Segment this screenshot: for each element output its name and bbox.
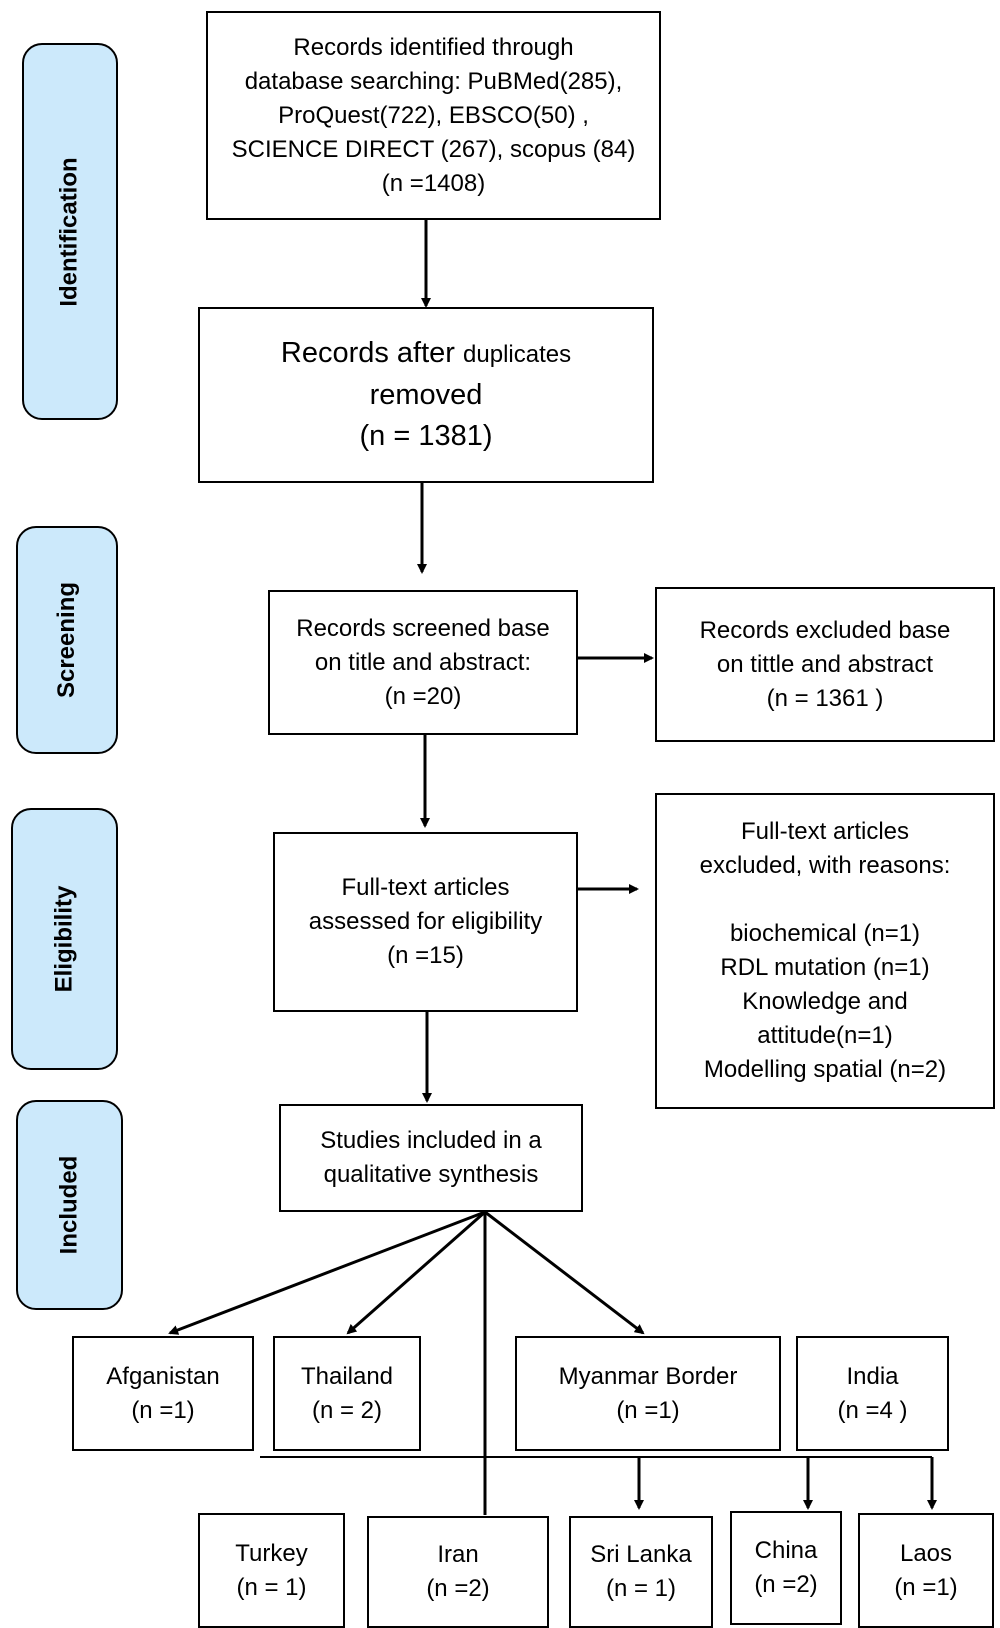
stage-eligibility: Eligibility — [11, 808, 118, 1070]
fulltext-box: Full-text articles assessed for eligibil… — [273, 832, 578, 1012]
included-line-2: qualitative synthesis — [323, 1161, 539, 1188]
dedup-line-1b: duplicates — [463, 341, 572, 368]
country-count: (n = 2) — [311, 1396, 383, 1424]
country-count: (n =1) — [131, 1396, 195, 1424]
country-name: Turkey — [235, 1539, 308, 1567]
identified-box: Records identified through database sear… — [206, 11, 661, 220]
country-name: Sri Lanka — [590, 1541, 692, 1568]
country-box-india: India (n =4 ) — [796, 1336, 949, 1451]
country-box-china: China (n =2) — [730, 1511, 842, 1625]
country-box-turkey: Turkey (n = 1) — [198, 1513, 345, 1628]
country-name: China — [754, 1537, 818, 1564]
country-name: Thailand — [300, 1362, 394, 1390]
identified-line-5: (n =1408) — [381, 169, 486, 197]
country-box-laos: Laos (n =1) — [858, 1513, 994, 1628]
deduplicated-box: Records after duplicates removed (n = 13… — [198, 307, 654, 483]
included-line-1: Studies included in a — [320, 1127, 542, 1154]
exclusion-reason: Knowledge and — [742, 988, 908, 1015]
included-box: Studies included in a qualitative synthe… — [279, 1104, 583, 1212]
screened-box: Records screened base on title and abstr… — [268, 590, 578, 735]
identified-line-2: database searching: PuBMed(285), — [244, 67, 623, 95]
identified-line-3: ProQuest(722), EBSCO(50) , — [278, 101, 589, 129]
fulltext-line-3: (n =15) — [387, 942, 464, 969]
arrow-to-afganistan — [168, 1210, 486, 1335]
country-name: Iran — [437, 1541, 479, 1568]
screen-excluded-box: Records excluded base on tittle and abst… — [655, 587, 995, 742]
dedup-line-2: removed — [369, 379, 483, 411]
country-box-iran: Iran (n =2) — [367, 1516, 549, 1628]
country-box-afganistan: Afganistan (n =1) — [72, 1336, 254, 1451]
stage-screening-label: Screening — [53, 581, 81, 699]
country-count: (n =1) — [894, 1573, 958, 1601]
stage-eligibility-label: Eligibility — [50, 885, 78, 993]
stage-included-label: Included — [55, 1155, 83, 1255]
screened-line-2: on title and abstract: — [314, 648, 532, 676]
dedup-line-3: (n = 1381) — [359, 420, 493, 452]
fulltext-excluded-box: Full-text articles excluded, with reason… — [655, 793, 995, 1109]
dedup-line-1: Records after duplicates — [281, 333, 571, 375]
exclusion-reason: attitude(n=1) — [757, 1022, 893, 1049]
country-count: (n = 1) — [236, 1573, 307, 1601]
country-count: (n =2) — [426, 1575, 490, 1602]
country-name: Afganistan — [106, 1362, 220, 1390]
country-count: (n =4 ) — [837, 1396, 908, 1424]
exclusion-reason: Modelling spatial (n=2) — [703, 1056, 947, 1083]
country-name: Myanmar Border — [558, 1362, 738, 1390]
stage-identification-label: Identification — [56, 156, 83, 307]
stage-identification: Identification — [22, 43, 118, 420]
country-box-thailand: Thailand (n = 2) — [273, 1336, 421, 1451]
fulltext-line-1: Full-text articles — [341, 874, 510, 901]
country-box-myanmar-border: Myanmar Border (n =1) — [515, 1336, 781, 1451]
country-count: (n = 1) — [605, 1575, 677, 1602]
screen-excluded-line-2: on tittle and abstract — [716, 650, 934, 678]
fulltext-line-2: assessed for eligibility — [308, 908, 543, 935]
screened-line-1: Records screened base — [296, 614, 550, 642]
stage-screening: Screening — [16, 526, 118, 754]
screened-line-3: (n =20) — [384, 682, 462, 710]
screen-excluded-line-3: (n = 1361 ) — [766, 684, 884, 712]
arrow-to-thailand — [346, 1210, 486, 1335]
fulltext-excluded-line-1: Full-text articles — [740, 818, 910, 845]
identified-line-1: Records identified through — [293, 33, 574, 61]
screen-excluded-line-1: Records excluded base — [699, 616, 951, 644]
dedup-line-1a: Records after — [280, 337, 455, 369]
exclusion-reason: RDL mutation (n=1) — [720, 954, 930, 981]
country-name: Laos — [899, 1539, 953, 1567]
country-box-sri-lanka: Sri Lanka (n = 1) — [569, 1516, 713, 1628]
stage-included: Included — [16, 1100, 123, 1310]
country-count: (n =1) — [616, 1396, 680, 1424]
country-name: India — [846, 1362, 899, 1390]
fulltext-excluded-line-2: excluded, with reasons: — [699, 852, 951, 879]
identified-line-4: SCIENCE DIRECT (267), scopus (84) — [231, 135, 636, 163]
arrow-to-myanmar — [484, 1210, 645, 1335]
exclusion-reason: biochemical (n=1) — [729, 920, 921, 947]
country-count: (n =2) — [754, 1571, 818, 1598]
